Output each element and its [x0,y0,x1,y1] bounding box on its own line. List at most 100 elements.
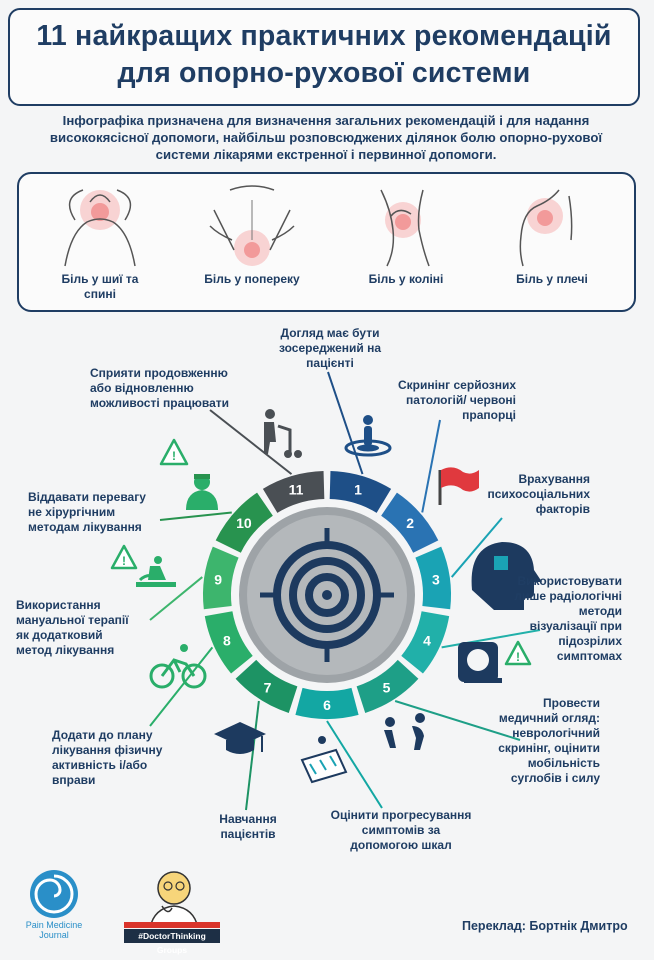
recommendation-line: як додатковий [16,628,103,642]
wheel-segment-11 [262,471,325,513]
recommendation-4: Використовувати лише радіологічні методи… [490,574,622,664]
leader-line [327,371,364,475]
segment-number: 1 [354,481,362,497]
target-icon [260,528,394,662]
wheel-segment-10 [215,492,273,553]
intro-text: Інфографіка призначена для визначення за… [20,112,632,163]
leader-line [450,517,503,578]
recommendation-7: Навчання пацієнтів [200,812,296,842]
massage-icon [136,556,176,587]
pain-areas-panel: Біль у шиї та спині Біль у поперeку Біль… [17,172,636,312]
recommendation-10: Віддавати перевагу не хірургічним метода… [28,490,178,535]
intro-line-3: системи лікарями екстренної і первинної … [155,147,497,162]
wheel-segment-4 [401,611,450,674]
recommendation-line: або відновленню [90,381,194,395]
segment-number: 6 [323,697,331,713]
svg-text:!: ! [122,554,126,568]
recommendation-line: пацієнтів [220,827,276,841]
warning-icon: ! [159,438,189,466]
title-line-2: для опорно-рухової системи [117,57,531,89]
recommendation-line: лише радіологічні [514,589,622,603]
wheel-segment-6 [295,687,359,720]
pain-area-label: Біль у поперeку [204,272,300,286]
red-flag-icon [438,467,479,505]
recommendation-line: суглобів і силу [510,771,600,785]
recommendation-line: методи [578,604,622,618]
segment-number: 8 [223,633,231,649]
recommendation-line: зосереджений на [278,341,382,355]
recommendation-line: прапорці [462,408,516,422]
segment-number: 11 [289,481,304,497]
recommendation-11: Сприяти продовженню або відновленню можл… [90,366,240,411]
recommendation-line: активність і/або [52,758,148,772]
translation-credit: Переклад: Бортнік Дмитро [462,919,628,933]
recommendation-line: вправи [52,773,96,787]
doctor-icon [186,474,218,510]
intro-line-2: висококясісної допомоги, найбільш розпов… [49,130,603,145]
segment-number: 4 [423,633,431,649]
recommendation-line: метод лікування [16,643,115,657]
recommendation-3: Врахування психосоціальних факторів [460,472,590,517]
pain-area-shoulder: Біль у плечі [477,180,627,287]
wheel-segment-1 [329,471,392,513]
title-box: 11 найкращих практичних рекомендацій для… [8,8,640,106]
recommendation-line: можливості працювати [90,396,230,410]
recommendation-5: Провести медичний огляд: неврологічний с… [470,696,600,786]
leader-line [441,629,541,649]
leader-line [159,511,232,521]
leader-line [326,720,383,809]
recommendation-1: Догляд має бути зосереджений на пацієнті [270,326,390,371]
mri-scanner-icon [458,642,502,683]
pain-area-label: спині [84,287,116,301]
cyclist-icon [149,644,207,689]
recommendation-line: Догляд має бути [280,326,380,340]
recommendation-line: Врахування [518,472,590,486]
recommendation-9: Використання мануальної терапії як додат… [16,598,156,658]
journal-name-line: Pain Medicine [25,920,83,930]
examination-icon [384,713,425,750]
pain-area-label: Біль у шиї та [61,272,139,286]
recommendation-line: Провести [543,696,600,710]
recommendation-line: неврологічний [512,726,600,740]
segment-number: 10 [236,515,252,531]
graduation-cap-icon [214,722,266,754]
intro-line-1: Інфографіка призначена для визначення за… [62,113,590,128]
wheel-segment-9 [202,546,239,610]
leader-line [421,419,441,513]
recommendation-line: Віддавати перевагу [28,490,146,504]
segment-number: 7 [264,680,272,696]
leader-line [149,576,203,621]
head-puzzle-icon [471,542,542,610]
leader-line [149,646,214,727]
recommendation-6: Оцінити прогресування симптомів за допом… [318,808,484,853]
pain-area-label: Біль у коліні [368,272,444,286]
segment-number: 9 [214,571,222,587]
pain-area-label: Біль у плечі [516,272,588,286]
lower-back-pain-icon [209,185,295,266]
pain-medicine-journal-logo [30,870,78,918]
recommendation-line: скринінг, оцінити [498,741,600,755]
recommendation-line: лікування фізичну [52,743,163,757]
recommendation-line: Використовувати [517,574,622,588]
wheel-segment-7 [235,659,298,713]
recommendation-line: Сприяти продовженню [90,366,228,380]
pain-area-knee: Біль у коліні [331,180,481,287]
scale-chart-icon [300,736,348,784]
recommendation-line: допомогою шкал [350,838,452,852]
recommendation-line: факторів [535,502,590,516]
wheel-segments [202,471,451,720]
recommendation-line: медичний огляд: [498,711,600,725]
warning-icon: ! [504,640,532,666]
neck-back-pain-icon [64,189,136,267]
wheel-segment-8 [204,611,253,674]
recommendation-line: мануальної терапії [16,613,129,627]
recommendation-2: Скринінг серйозних патологій/ червоні пр… [380,378,516,423]
recommendation-line: Оцінити прогресування [330,808,472,822]
recommendation-line: психосоціальних [487,487,590,501]
doctor-thinking-groups-label: #DoctorThinking Groups [124,929,220,955]
recommendation-line: методам лікування [28,520,142,534]
recommendation-line: візуалізації при [529,619,622,633]
recommendation-line: Використання [16,598,101,612]
